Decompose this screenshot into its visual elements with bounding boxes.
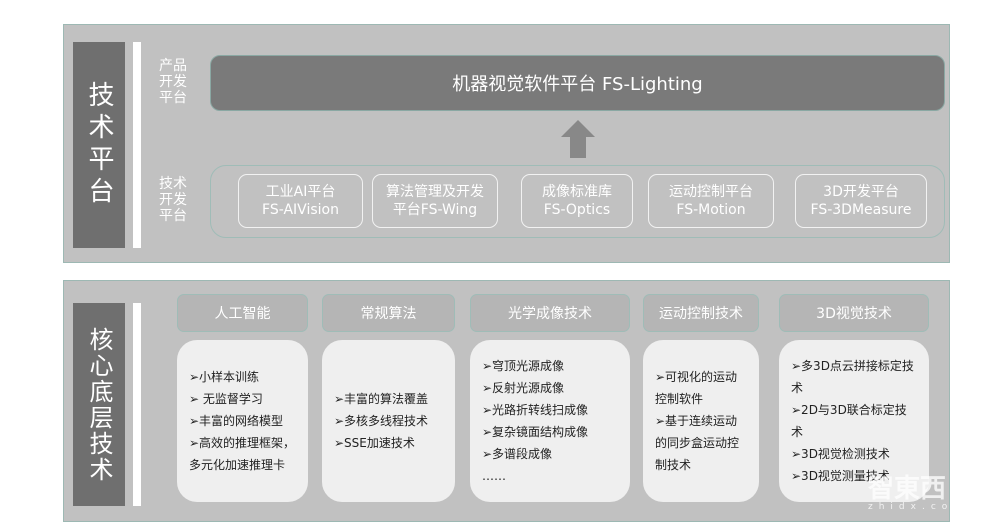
- core-tech-card: ➢穹顶光源成像 ➢反射光源成像 ➢光路折转线扫成像 ➢复杂镜面结构成像 ➢多谱段成像 ……: [470, 340, 630, 502]
- watermark-logo-text: 智東西: [868, 474, 947, 504]
- tech-platform-label: 技术平台: [73, 42, 125, 248]
- fs-lighting-banner: 机器视觉软件平台 FS-Lighting: [210, 55, 945, 111]
- list-item: ➢3D视觉检测技术: [791, 447, 890, 461]
- list-item: ➢可视化的运动控制软件: [655, 370, 738, 406]
- watermark-logo: 智東西: [868, 468, 946, 505]
- list-item: ➢丰富的算法覆盖: [334, 392, 429, 406]
- module-code: FS-3DMeasure: [810, 202, 912, 218]
- divider: [133, 42, 141, 248]
- module-code: 平台FS-Wing: [392, 202, 478, 218]
- list-item: ➢复杂镜面结构成像: [482, 425, 589, 439]
- core-tech-card: ➢小样本训练 ➢ 无监督学习 ➢丰富的网络模型 ➢高效的推理框架，多元化加速推理卡: [177, 340, 308, 502]
- header-title: 光学成像技术: [508, 306, 592, 322]
- core-tech-card: ➢多3D点云拼接标定技术 ➢2D与3D联合标定技术 ➢3D视觉检测技术 ➢3D视觉测量…: [779, 340, 929, 502]
- list-item: ➢反射光源成像: [482, 381, 565, 395]
- module-code: FS-AIVision: [262, 202, 339, 218]
- list-item: ➢多3D点云拼接标定技术: [791, 359, 914, 395]
- tech-module: 工业AI平台 FS-AIVision: [238, 174, 363, 228]
- header-title: 3D视觉技术: [816, 306, 892, 322]
- core-tech-label: 核心底层技术: [73, 303, 125, 506]
- tech-modules-row: [210, 165, 945, 238]
- list-item: ➢穹顶光源成像: [482, 359, 565, 373]
- tech-module: 3D开发平台 FS-3DMeasure: [795, 174, 927, 228]
- core-tech-header: 人工智能: [177, 294, 308, 332]
- list-item: ➢光路折转线扫成像: [482, 403, 589, 417]
- list-item: ➢2D与3D联合标定技术: [791, 403, 907, 439]
- module-code: FS-Optics: [543, 202, 611, 218]
- module-code: FS-Motion: [676, 202, 746, 218]
- tech-module: 运动控制平台 FS-Motion: [648, 174, 774, 228]
- tech-dev-label: 技术开发平台: [159, 176, 187, 224]
- module-name: 算法管理及开发: [386, 184, 484, 200]
- list-item: ➢SSE加速技术: [334, 436, 415, 450]
- list-item: ➢3D视觉测量技术: [791, 469, 890, 483]
- banner-text: 机器视觉软件平台 FS-Lighting: [452, 74, 703, 95]
- core-tech-header: 运动控制技术: [643, 294, 759, 332]
- list-item: ➢多谱段成像: [482, 447, 553, 461]
- list-item: ➢基于连续运动的同步盒运动控制技术: [655, 414, 740, 472]
- watermark-url: zhidx.com: [868, 502, 969, 512]
- header-title: 运动控制技术: [659, 306, 743, 322]
- tech-module: 成像标准库 FS-Optics: [521, 174, 633, 228]
- module-name: 工业AI平台: [265, 184, 336, 200]
- module-name: 运动控制平台: [669, 184, 753, 200]
- core-tech-card: ➢丰富的算法覆盖 ➢多核多线程技术 ➢SSE加速技术: [322, 340, 455, 502]
- core-tech-card: ➢可视化的运动控制软件 ➢基于连续运动的同步盒运动控制技术: [643, 340, 759, 502]
- up-arrow-icon: [561, 120, 595, 158]
- module-name: 3D开发平台: [823, 184, 899, 200]
- list-item: ➢小样本训练: [189, 370, 260, 384]
- header-title: 常规算法: [360, 306, 417, 322]
- core-tech-header: 常规算法: [322, 294, 455, 332]
- list-item: ➢高效的推理框架，多元化加速推理卡: [189, 436, 296, 472]
- list-item: ……: [482, 469, 506, 483]
- list-item: ➢丰富的网络模型: [189, 414, 284, 428]
- divider: [133, 303, 141, 506]
- product-dev-label: 产品开发平台: [159, 58, 187, 106]
- core-tech-header: 光学成像技术: [470, 294, 630, 332]
- header-title: 人工智能: [214, 306, 271, 322]
- module-name: 成像标准库: [542, 184, 612, 200]
- core-tech-header: 3D视觉技术: [779, 294, 929, 332]
- list-item: ➢ 无监督学习: [189, 392, 263, 406]
- list-item: ➢多核多线程技术: [334, 414, 429, 428]
- tech-module: 算法管理及开发平台FS-Wing: [372, 174, 498, 228]
